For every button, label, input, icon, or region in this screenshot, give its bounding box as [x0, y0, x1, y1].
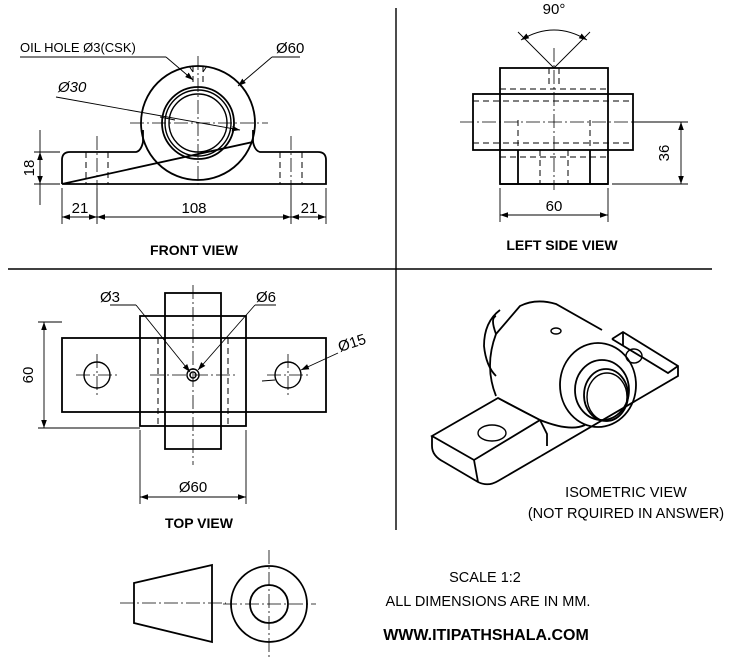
front-dim-mid: 108: [181, 200, 206, 217]
front-dia-inner: Ø30: [57, 79, 87, 96]
isometric-view: ISOMETRIC VIEW (NOT RQUIRED IN ANSWER): [430, 300, 724, 522]
front-view: 18 21 108 21 OIL HOLE Ø3(CSK) Ø60 Ø30 FR…: [20, 40, 327, 258]
top-dia-hole: Ø15: [336, 331, 368, 356]
side-view-title: LEFT SIDE VIEW: [506, 237, 618, 253]
note-website: WWW.ITIPATHSHALA.COM: [383, 627, 589, 644]
top-dim-height: 60: [20, 367, 37, 384]
side-dim-width: 60: [546, 198, 563, 215]
quadrant-dividers: [8, 8, 712, 530]
front-oil-hole-label: OIL HOLE Ø3(CSK): [20, 40, 136, 55]
top-view: Ø3 Ø6 Ø15 60 Ø60 TOP VIEW: [20, 285, 368, 531]
iso-oil-hole: [550, 327, 562, 335]
top-dia-mid: Ø6: [256, 289, 276, 306]
side-dim-height: 36: [656, 145, 673, 162]
front-view-title: FRONT VIEW: [150, 242, 239, 258]
front-dia-outer: Ø60: [276, 40, 304, 57]
iso-hole-left: [477, 424, 507, 442]
front-base-outline: [61, 140, 327, 185]
top-dim-width: Ø60: [179, 479, 207, 496]
left-side-view: 90° 36 60 LEFT SIDE VIEW: [460, 1, 688, 253]
iso-hub-outer: [559, 342, 637, 428]
note-scale: SCALE 1:2: [449, 570, 521, 586]
iso-bush-inner: [583, 368, 629, 422]
iso-title-line1: ISOMETRIC VIEW: [565, 485, 687, 501]
top-dia-small: Ø3: [100, 289, 120, 306]
side-angle: 90°: [543, 1, 566, 18]
iso-title-line2: (NOT RQUIRED IN ANSWER): [528, 506, 724, 522]
notes: SCALE 1:2 ALL DIMENSIONS ARE IN MM. WWW.…: [383, 570, 590, 644]
front-dim-right: 21: [301, 200, 318, 217]
note-units: ALL DIMENSIONS ARE IN MM.: [386, 594, 591, 610]
projection-symbol: [120, 550, 316, 658]
top-view-title: TOP VIEW: [165, 515, 234, 531]
front-dim-height: 18: [21, 160, 38, 177]
front-dim-left: 21: [72, 200, 89, 217]
